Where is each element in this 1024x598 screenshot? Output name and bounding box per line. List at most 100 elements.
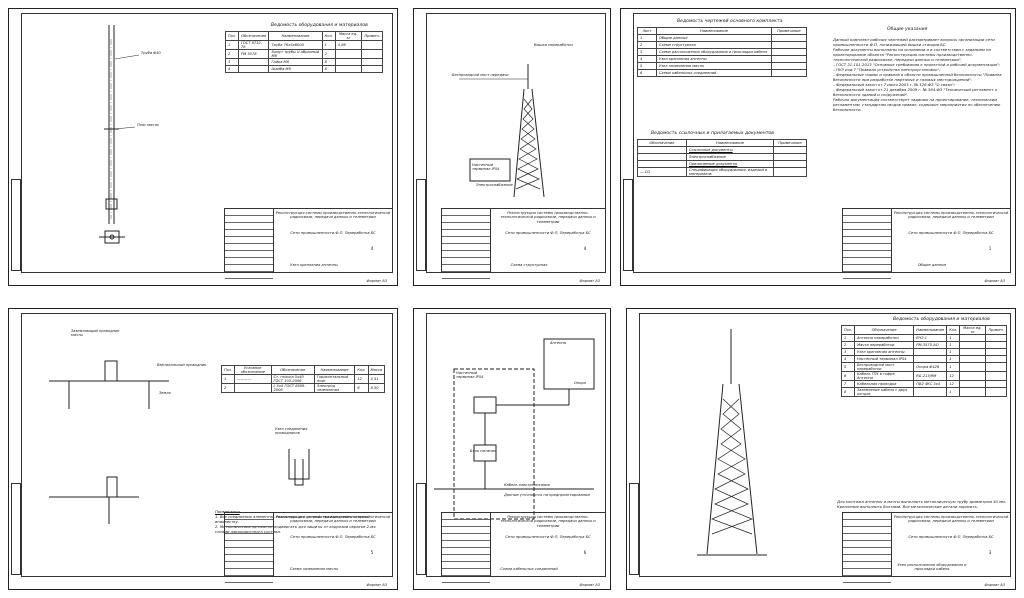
stamp-org: Реконструкция системы производственно-те… [893,211,1009,220]
cell: Настенный терминал IP54 [853,355,915,363]
cell: Прилагаемые документы [686,160,774,168]
cell [237,58,270,66]
cell [361,40,383,50]
title-block: Реконструкция системы производственно-те… [441,208,606,279]
col-header: Лист [637,27,657,35]
cell [773,153,807,161]
stamp-sheet-no: 4 [583,246,587,251]
note-line: – Федеральный закон от 7 июля 2003 г. № … [833,82,955,87]
sheet-frame [21,313,393,577]
cell [334,49,363,59]
col-header: Наименование [913,325,948,335]
table-row: Электроснабжение [637,153,807,161]
cell: 1 [946,387,961,397]
cell: 1 [946,341,961,349]
cell: 1 [841,334,855,342]
cell [771,69,807,77]
cell: Электрод заземления [313,383,356,393]
format-label: Формат А3 [579,279,600,283]
note-line: – Федеральные нормы и правила в области … [833,72,1002,82]
sheet-frame [633,13,1011,273]
cell: 1 [946,348,961,356]
cell: 5 [841,362,855,372]
stamp-org: Реконструкция системы производственно-те… [275,211,391,220]
stamp-sheet-no: 5 [370,550,374,555]
terminal-label: Настенный терминал IP54 [472,163,500,171]
cell: 7 [841,380,855,388]
stamp-station: Сети промышленности Ф-П, Переработка БС [290,535,376,539]
cell: 12 [354,374,369,384]
cell [959,341,987,349]
side-stamp [623,179,633,271]
cell: 1 [946,334,961,342]
docs-list-title: Ведомость ссылочных и прилагаемых докуме… [651,131,774,136]
cell [959,334,987,342]
cell: Труба 76х5x6000 [268,40,323,50]
stamp-station: Сети промышленности Ф-П, Переработка БС [908,535,994,539]
cell [959,348,987,356]
cell: 2 [637,41,657,49]
col-header: Наименование [686,139,774,147]
cell: Антенна переработки [853,334,915,342]
col-header: Масса ед., кг [959,325,987,335]
cell [985,362,1007,372]
cell: —.СО [637,167,687,177]
cell: 6 [637,69,657,77]
col-header: Масса [367,365,386,375]
col-header: Наименование [656,27,772,35]
stamp-grid [225,209,274,279]
drawing-sheet-4: Заземляющий проводник мачты Вертикальный… [8,308,398,590]
power-cable-label: Кабель электропитания [504,483,550,487]
cell: Опора Ф426 [913,362,948,372]
cell [773,160,807,168]
cell: РМ 3578 [237,49,270,59]
stamp-org: Реконструкция системы производственно-те… [893,515,1009,524]
power-label: Электроснабжение [476,183,513,187]
stamp-org: Реконструкция системы производственно-те… [500,211,596,224]
mast-belt-label: Пояс мачты [137,123,160,127]
sheet-frame [21,13,393,273]
cell [773,146,807,154]
note-line: Данный комплект рабочих чертежей рассмат… [833,37,995,47]
cell [913,348,948,356]
table-row: Прилагаемые документы [637,160,807,168]
cell: Заземление кабеля с двух концов [853,387,915,397]
stamp-station: Сети промышленности Ф-П, Переработка БС [505,535,591,539]
cell: 8 [841,387,855,397]
cell [637,153,687,161]
cell [959,387,987,397]
side-stamp [416,483,426,575]
stamp-sheet-no: 4 [370,246,374,251]
note-line: 2. Металлические детали не подвергать дл… [215,524,376,534]
stamp-org: Реконструкция системы производственно-те… [500,515,596,528]
general-notes: Данный комплект рабочих чертежей рассмат… [833,37,1005,112]
cell: Шайба М8 [268,65,323,73]
col-header: Поз. [225,31,239,41]
cell: 4 [225,65,239,73]
stamp-sheet-name: Схема кабельных соединений [500,567,558,571]
title-block: Реконструкция системы производственно-те… [441,512,606,583]
vertical-conductor-label: Вертикальный проводник [157,363,207,367]
cell: 5,51 [367,374,386,384]
spec-header-row: Поз. Обозначение Наименование Кол. Масса… [225,31,383,41]
cell [771,34,807,42]
grounding-notes: Примечания 1. Все соединения элементов з… [215,509,385,534]
cell [334,65,363,73]
cell [637,160,687,168]
title-block: Реконструкция системы производственно-те… [224,208,393,279]
col-header: Условное обозначение [233,365,272,375]
cell [334,58,363,66]
stamp-org: Реконструкция системы производственно-те… [275,515,391,524]
cell [771,62,807,70]
cell: 4 [637,55,657,63]
cell: 8,50 [367,383,386,393]
stamp-sheet-name: Общие данные [917,263,947,267]
col-header: Наименование [313,365,356,375]
